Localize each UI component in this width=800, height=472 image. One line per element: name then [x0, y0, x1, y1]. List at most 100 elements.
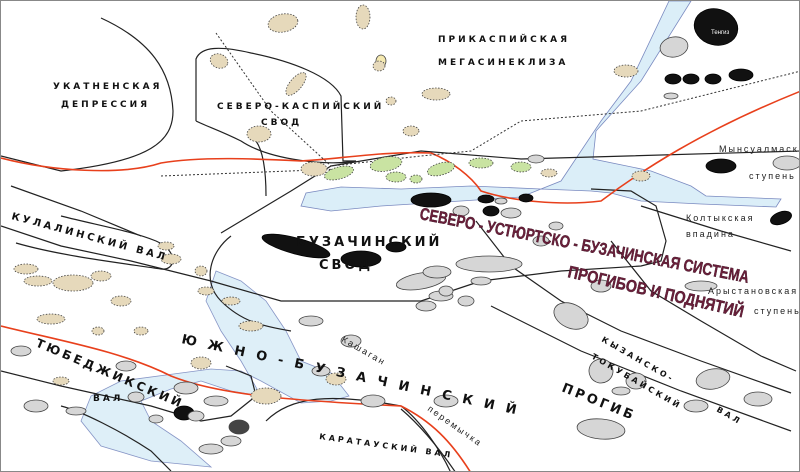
oil-field	[500, 207, 522, 219]
prospect-structure	[90, 270, 112, 282]
oil-field-major	[477, 194, 495, 204]
oil-field	[23, 399, 49, 413]
prospect-structure	[133, 326, 149, 336]
prospect-structure	[372, 60, 386, 72]
oil-field-major	[340, 250, 382, 268]
oil-field	[683, 399, 709, 413]
oil-field	[684, 280, 718, 292]
label-vpadina: впадина	[686, 229, 735, 239]
southern-fault-red	[1, 325, 471, 471]
oil-field	[695, 368, 731, 390]
prospect-structure	[421, 87, 451, 101]
oil-field-major	[385, 241, 407, 253]
label-svod-1: СВОД	[261, 118, 302, 128]
gas-field	[369, 156, 403, 172]
oil-field	[455, 255, 523, 273]
oil-field-major	[705, 158, 737, 174]
regional-fault-red	[1, 90, 799, 204]
oil-field	[494, 197, 508, 205]
prospect-structure	[91, 326, 105, 336]
label-val-1: ВАЛ	[93, 394, 123, 404]
prospect-structure	[221, 296, 241, 306]
prospect-structure	[13, 263, 39, 275]
oil-field	[532, 235, 550, 247]
label-megasinekliza: МЕГАСИНЕКЛИЗА	[438, 58, 568, 68]
oil-field	[198, 443, 224, 455]
oil-field-major	[693, 8, 739, 46]
prospect-structure	[300, 161, 328, 177]
oil-field	[360, 394, 386, 408]
prospect-structure	[285, 72, 307, 96]
prospect-structure	[267, 13, 299, 33]
label-koltykskaya: Колтыкская	[686, 213, 754, 223]
prospect-structure	[52, 376, 70, 386]
prospect-structure	[36, 313, 66, 325]
oil-field-major	[770, 210, 792, 226]
oil-field	[298, 315, 324, 327]
prospect-structure	[209, 53, 229, 69]
oil-field	[553, 302, 589, 330]
oil-field	[438, 285, 454, 297]
prospect-structure	[355, 4, 371, 30]
prospect-structure	[246, 125, 272, 143]
oil-field	[457, 295, 475, 307]
oil-field	[527, 154, 545, 164]
label-peremychka: перемычка	[426, 403, 484, 448]
dotted-boundaries	[160, 32, 799, 177]
prospect-structure	[631, 170, 651, 182]
prospect-structure	[190, 356, 212, 370]
oil-field	[173, 381, 199, 395]
prospect-structure	[197, 286, 215, 296]
gas-field	[510, 161, 532, 173]
oil-field	[340, 334, 362, 348]
oil-field	[203, 395, 229, 407]
oil-field	[220, 435, 242, 447]
prospect-structure	[23, 275, 53, 287]
oil-field	[611, 386, 631, 396]
oil-field-major	[664, 73, 682, 85]
prospect-structure	[402, 125, 420, 137]
oil-field	[228, 419, 250, 435]
prospect-structure	[110, 295, 132, 307]
oil-field	[311, 365, 331, 377]
prospect-structure	[160, 253, 182, 265]
oil-field-major	[410, 192, 452, 208]
oil-field	[772, 155, 799, 171]
oil-field	[548, 221, 564, 231]
label-stupen-2: ступень	[754, 306, 800, 316]
oil-field-major	[682, 73, 700, 85]
prospect-structure	[613, 64, 639, 78]
oil-field	[433, 394, 459, 408]
label-buzachinsky: БУЗАЧИНСКИЙ	[296, 234, 442, 250]
label-prikaspiyskaya: ПРИКАСПИЙСКАЯ	[438, 33, 570, 45]
oil-field-major	[704, 73, 722, 85]
oil-field	[470, 276, 492, 286]
label-svod-2: СВОД	[319, 258, 373, 273]
prospect-structure	[385, 96, 397, 106]
oil-field-major	[518, 193, 534, 203]
label-mynsualmas: Мынсуалмаская	[719, 144, 800, 154]
oil-field	[187, 410, 205, 422]
oil-field	[415, 300, 437, 312]
label-kashagan: Кашаган	[340, 334, 388, 367]
oil-field	[452, 205, 470, 217]
oil-field-major	[261, 233, 331, 259]
gas-field	[324, 165, 354, 181]
oil-field	[10, 345, 32, 357]
oil-field	[115, 360, 137, 372]
prospect-structure	[52, 274, 94, 292]
oil-field	[625, 372, 647, 390]
oil-field-major	[728, 68, 754, 82]
label-depressiya: ДЕПРЕССИЯ	[61, 100, 150, 110]
oil-field	[590, 279, 612, 293]
prospect-structure	[250, 387, 282, 405]
oil-field	[65, 406, 87, 416]
gas-field	[385, 171, 407, 183]
label-tengiz: Тенгиз	[711, 30, 730, 36]
oil-field	[576, 418, 626, 440]
oil-field	[588, 358, 614, 384]
gas-field	[426, 161, 456, 177]
label-arystanovskaya: Арыстановская	[708, 286, 798, 296]
